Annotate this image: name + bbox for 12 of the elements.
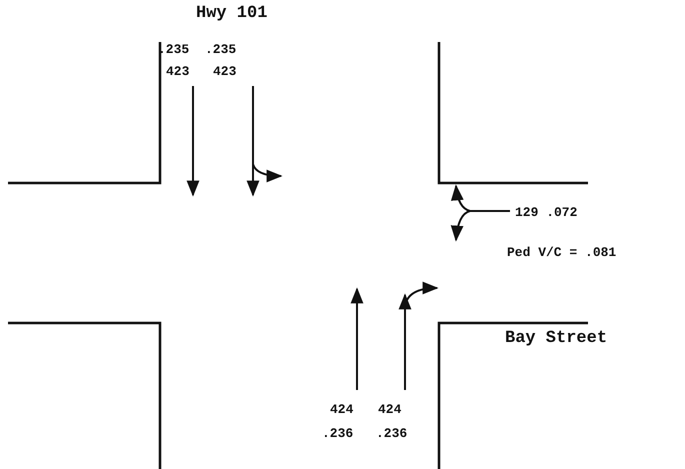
volume-ratio: .235 — [205, 42, 236, 58]
volume-ratio: .236 — [322, 426, 354, 442]
traffic-volume: 424 — [330, 402, 354, 418]
traffic-volume: 424 — [378, 402, 402, 418]
volume-ratio: .235 — [158, 42, 190, 58]
traffic-volume: 423 — [213, 64, 236, 80]
traffic-volume: 423 — [166, 64, 190, 80]
street-name: Hwy 101 — [196, 4, 268, 24]
volume-and-ratio: 129 .072 — [515, 205, 578, 221]
volume-ratio: .236 — [376, 426, 408, 442]
street-name: Bay Street — [505, 329, 608, 349]
pedestrian-ratio: Ped V/C = .081 — [507, 245, 616, 261]
